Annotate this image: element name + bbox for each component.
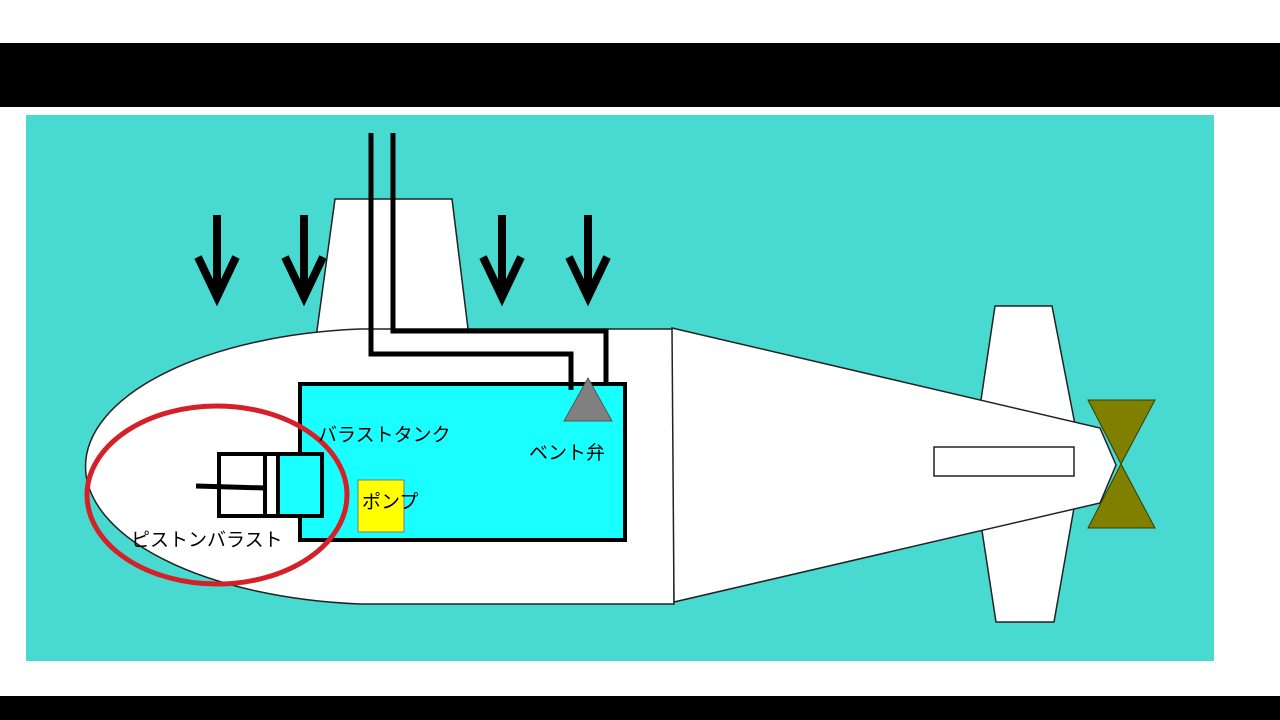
triangle-valve-icon: [563, 376, 613, 422]
down-arrow-icon: [194, 215, 240, 307]
propeller-icon: [1087, 399, 1156, 529]
piston-ballast-label: ピストンバラスト: [131, 529, 283, 551]
letterbox-bottom: [0, 696, 1280, 720]
pump-label: ポンプ: [362, 491, 418, 513]
down-arrow-icon: [281, 215, 327, 307]
piston-water-chamber: [276, 452, 324, 518]
pump-box: [357, 479, 405, 533]
pipe-intake: [390, 133, 609, 384]
pipe-vent: [368, 133, 574, 390]
letterbox-top: [0, 43, 1280, 107]
vent-valve-label: ベント弁: [529, 442, 605, 464]
hull-rear: [671, 327, 1117, 603]
ballast-tank-label: バラストタンク: [318, 424, 451, 446]
highlight-circle: [84, 403, 350, 587]
piston-rod: [195, 483, 266, 491]
down-arrow-icon: [479, 215, 525, 307]
horizontal-stabilizer: [933, 446, 1075, 477]
down-arrow-icon: [565, 215, 611, 307]
